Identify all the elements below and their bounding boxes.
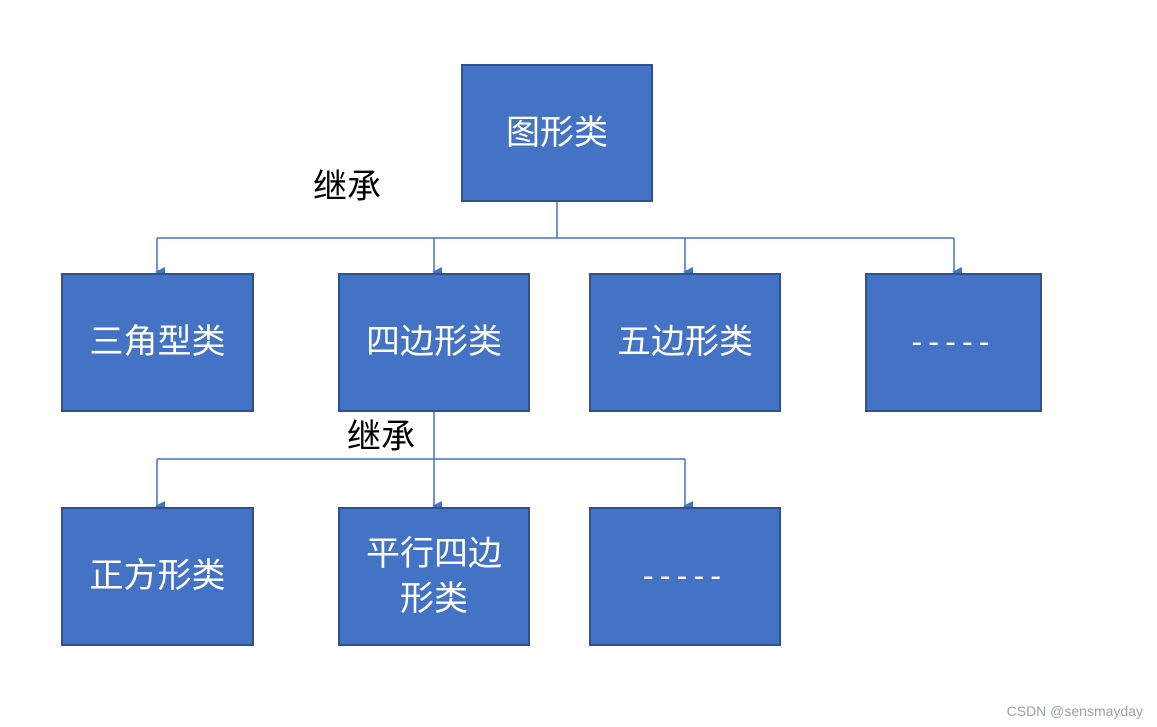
node-pentagon-class-label: 五边形类 xyxy=(617,322,753,363)
node-shape-class-label: 图形类 xyxy=(506,112,608,153)
node-shape-class: 图形类 xyxy=(461,64,653,202)
node-pentagon-class: 五边形类 xyxy=(589,273,781,412)
node-parallelogram-class-label-line2: 形类 xyxy=(400,578,468,619)
node-level2-more-label: ----- xyxy=(642,559,728,594)
inherit-label-top: 继承 xyxy=(313,167,381,207)
node-square-class: 正方形类 xyxy=(61,507,254,646)
node-level1-more: ----- xyxy=(865,273,1042,412)
node-quadrilateral-class-label: 四边形类 xyxy=(366,322,502,363)
node-level1-more-label: ----- xyxy=(911,325,996,360)
node-parallelogram-class: 平行四边 形类 xyxy=(338,507,530,646)
node-parallelogram-class-label-line1: 平行四边 xyxy=(366,534,502,575)
node-square-class-label: 正方形类 xyxy=(89,556,226,597)
node-triangle-class-label: 三角型类 xyxy=(89,322,226,363)
node-quadrilateral-class: 四边形类 xyxy=(338,273,530,412)
inherit-label-mid: 继承 xyxy=(347,417,415,457)
watermark-text: CSDN @sensmayday xyxy=(1006,703,1143,719)
node-parallelogram-class-label: 平行四边 形类 xyxy=(350,532,518,620)
node-level2-more: ----- xyxy=(589,507,781,646)
node-triangle-class: 三角型类 xyxy=(61,273,254,412)
